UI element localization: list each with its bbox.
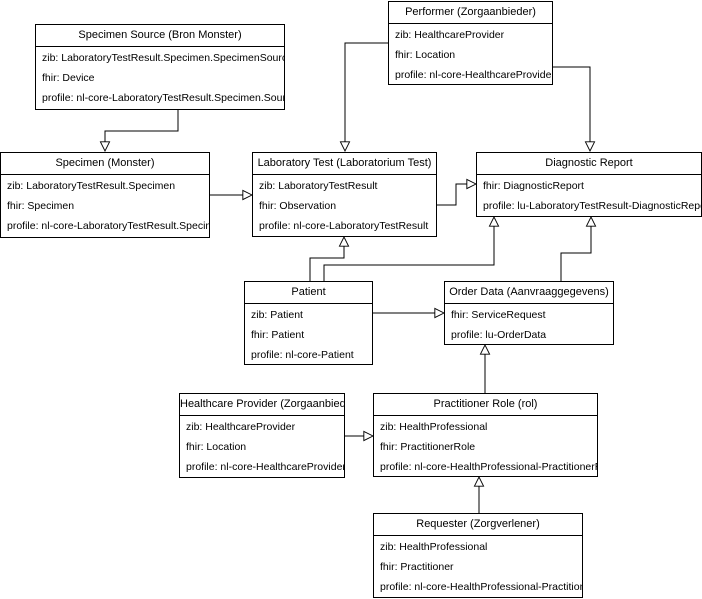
healthcare-provider-box[interactable]: Healthcare Provider (Zorgaanbieder) zib:… (179, 393, 345, 478)
requester-box[interactable]: Requester (Zorgverlener) zib: HealthProf… (373, 513, 583, 598)
order-data-profile: profile: lu-OrderData (451, 329, 547, 341)
laboratory-test-fhir: fhir: Observation (259, 200, 337, 212)
patient-title: Patient (245, 282, 372, 304)
laboratory-test-profile: profile: nl-core-LaboratoryTestResult (259, 220, 429, 232)
patient-zib: zib: Patient (251, 309, 303, 321)
specimen-fhir: fhir: Specimen (7, 200, 75, 212)
patient-box[interactable]: Patient zib: Patient fhir: Patient profi… (244, 281, 373, 365)
link-specimen-source-to-specimen (105, 110, 179, 151)
specimen-box[interactable]: Specimen (Monster) zib: LaboratoryTestRe… (0, 152, 210, 238)
practitioner-role-title: Practitioner Role (rol) (374, 394, 597, 416)
practitioner-role-box[interactable]: Practitioner Role (rol) zib: HealthProfe… (373, 393, 598, 477)
requester-title: Requester (Zorgverlener) (374, 514, 582, 536)
healthcare-provider-zib: zib: HealthcareProvider (186, 421, 296, 433)
performer-fhir: fhir: Location (395, 49, 456, 61)
practitioner-role-zib: zib: HealthProfessional (380, 421, 488, 433)
laboratory-test-zib: zib: LaboratoryTestResult (259, 180, 378, 192)
order-data-title: Order Data (Aanvraaggegevens) (445, 282, 613, 304)
link-patient-to-lab-test (309, 237, 344, 281)
order-data-fhir: fhir: ServiceRequest (451, 309, 546, 321)
healthcare-provider-profile: profile: nl-core-HealthcareProvider (186, 461, 344, 473)
performer-zib: zib: HealthcareProvider (395, 29, 505, 41)
healthcare-provider-title: Healthcare Provider (Zorgaanbieder) (180, 394, 344, 416)
link-performer-to-diagnostic-report (553, 66, 590, 151)
performer-title: Performer (Zorgaanbieder) (389, 2, 552, 24)
performer-box[interactable]: Performer (Zorgaanbieder) zib: Healthcar… (388, 1, 553, 85)
link-performer-to-lab-test (345, 42, 388, 151)
specimen-source-box[interactable]: Specimen Source (Bron Monster) zib: Labo… (35, 24, 285, 110)
specimen-source-profile: profile: nl-core-LaboratoryTestResult.Sp… (42, 92, 284, 104)
diagnostic-report-box[interactable]: Diagnostic Report fhir: DiagnosticReport… (476, 152, 702, 217)
link-lab-test-to-diagnostic-report (437, 184, 476, 206)
requester-profile: profile: nl-core-HealthProfessional-Prac… (380, 581, 582, 593)
order-data-box[interactable]: Order Data (Aanvraaggegevens) fhir: Serv… (444, 281, 614, 345)
specimen-zib: zib: LaboratoryTestResult.Specimen (7, 180, 176, 192)
diagnostic-report-fhir: fhir: DiagnosticReport (483, 180, 584, 192)
link-order-data-to-diagnostic-report (560, 217, 591, 281)
patient-profile: profile: nl-core-Patient (251, 349, 354, 361)
specimen-source-fhir: fhir: Device (42, 72, 95, 84)
laboratory-test-title: Laboratory Test (Laboratorium Test) (253, 153, 436, 175)
healthcare-provider-fhir: fhir: Location (186, 441, 247, 453)
requester-zib: zib: HealthProfessional (380, 541, 488, 553)
specimen-title: Specimen (Monster) (1, 153, 209, 175)
practitioner-role-fhir: fhir: PractitionerRole (380, 441, 476, 453)
laboratory-test-box[interactable]: Laboratory Test (Laboratorium Test) zib:… (252, 152, 437, 237)
diagnostic-report-profile: profile: lu-LaboratoryTestResult-Diagnos… (483, 200, 701, 212)
specimen-profile: profile: nl-core-LaboratoryTestResult.Sp… (7, 220, 209, 232)
specimen-source-title: Specimen Source (Bron Monster) (36, 25, 284, 47)
practitioner-role-profile: profile: nl-core-HealthProfessional-Prac… (380, 461, 597, 473)
patient-fhir: fhir: Patient (251, 329, 305, 341)
requester-fhir: fhir: Practitioner (380, 561, 454, 573)
performer-profile: profile: nl-core-HealthcareProvider (395, 69, 552, 81)
link-patient-to-diagnostic-report (323, 217, 494, 281)
diagnostic-report-title: Diagnostic Report (477, 153, 701, 175)
specimen-source-zib: zib: LaboratoryTestResult.Specimen.Speci… (42, 52, 284, 64)
